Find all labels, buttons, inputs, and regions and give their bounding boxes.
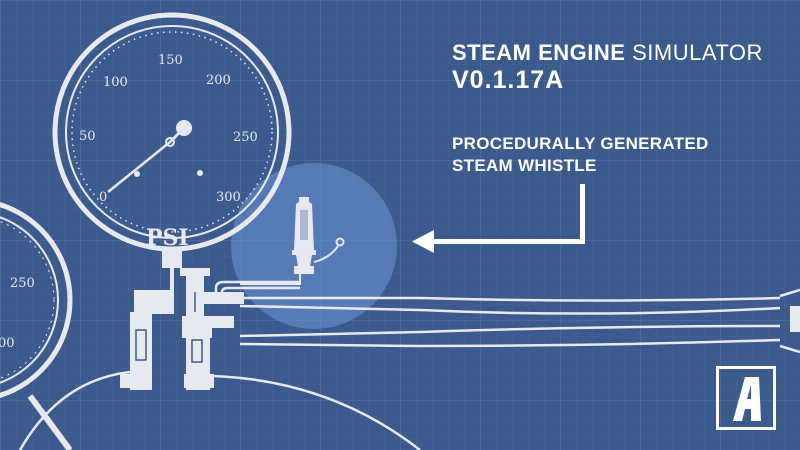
whistle-highlight bbox=[231, 163, 397, 329]
left-gauge-label-250: 250 bbox=[10, 276, 35, 291]
boiler-outline bbox=[18, 370, 421, 450]
left-gauge-label-00: 00 bbox=[0, 336, 15, 351]
gauge-label-50: 50 bbox=[79, 129, 96, 144]
gauge-label-0: 0 bbox=[99, 190, 107, 205]
gauge-needle bbox=[107, 141, 171, 193]
left-pressure-gauge: 250 00 bbox=[0, 202, 73, 398]
feature-caption: PROCEDURALLY GENERATED STEAM WHISTLE bbox=[452, 133, 709, 177]
steam-pipe bbox=[214, 280, 800, 354]
pipe-fittings bbox=[120, 250, 244, 390]
gauge-label-250: 250 bbox=[233, 130, 258, 145]
logo-a-icon bbox=[733, 377, 761, 421]
gauge-label-200: 200 bbox=[206, 73, 231, 88]
gauge-label-100: 100 bbox=[103, 75, 128, 90]
app-title-bold: STEAM ENGINE bbox=[452, 40, 626, 65]
version-label: V0.1.17A bbox=[452, 66, 565, 94]
gauge-label-150: 150 bbox=[158, 53, 183, 68]
app-title: STEAM ENGINE SIMULATOR bbox=[452, 40, 763, 66]
callout-arrow bbox=[412, 184, 585, 253]
feature-caption-line1: PROCEDURALLY GENERATED bbox=[452, 134, 709, 153]
studio-logo bbox=[716, 366, 776, 430]
app-title-regular: SIMULATOR bbox=[632, 40, 763, 65]
gauge-unit-label: PSI bbox=[146, 225, 189, 251]
gauge-label-300: 300 bbox=[216, 190, 241, 205]
steam-whistle bbox=[240, 197, 345, 285]
main-pressure-gauge: 0 50 100 150 200 250 300 PSI bbox=[52, 12, 292, 252]
feature-caption-line2: STEAM WHISTLE bbox=[452, 156, 597, 175]
